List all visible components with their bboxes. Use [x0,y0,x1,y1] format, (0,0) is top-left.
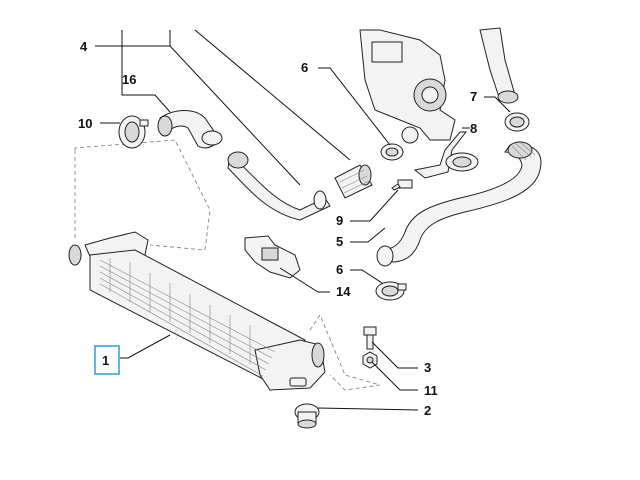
bracket-8[interactable] [413,131,479,179]
assembly-outline [74,139,381,391]
intercooler-1[interactable] [68,231,326,391]
callout-10[interactable]: 10 [78,116,92,131]
highlight-box-1 [94,345,120,375]
leader-7 [484,96,511,113]
leader-2 [317,407,419,411]
bolt-3[interactable] [363,326,377,350]
leader-5 [350,227,386,243]
elbow-hose-16[interactable] [157,110,223,149]
callout-8[interactable]: 8 [470,121,477,136]
clip-14[interactable] [244,235,301,279]
callout-5[interactable]: 5 [336,234,343,249]
leader-14 [279,267,330,293]
plug-2[interactable] [294,403,320,429]
callout-2[interactable]: 2 [424,403,431,418]
leader-11 [371,361,418,391]
turbocharger[interactable] [359,29,456,144]
leader-3 [371,341,418,369]
callout-6-bottom[interactable]: 6 [336,262,343,277]
callout-11[interactable]: 11 [424,383,438,398]
callout-4[interactable]: 4 [80,39,88,54]
pipe-top-right[interactable] [479,27,519,104]
callout-6-top[interactable]: 6 [301,60,308,75]
callout-9[interactable]: 9 [336,213,343,228]
leader-6-bottom [350,269,383,284]
pipe-4-line [194,29,351,161]
clamp-7[interactable] [504,112,530,132]
leader-6-top [318,67,391,146]
clamp-6-bottom[interactable] [375,281,407,301]
clamp-10[interactable] [118,115,149,149]
bolt-9[interactable] [391,179,413,191]
leader-16 [121,30,171,113]
clamp-6-top[interactable] [380,143,404,161]
callout-7[interactable]: 7 [470,89,477,104]
callout-14[interactable]: 14 [336,284,351,299]
hose-5[interactable] [376,141,542,267]
leader-9 [350,189,399,222]
callout-16[interactable]: 16 [122,72,136,87]
hose-pipe-4[interactable] [227,151,331,221]
callout-1[interactable]: 1 [102,353,109,368]
leader-1 [120,334,171,359]
coupler-hose[interactable] [334,164,373,199]
callout-3[interactable]: 3 [424,360,431,375]
